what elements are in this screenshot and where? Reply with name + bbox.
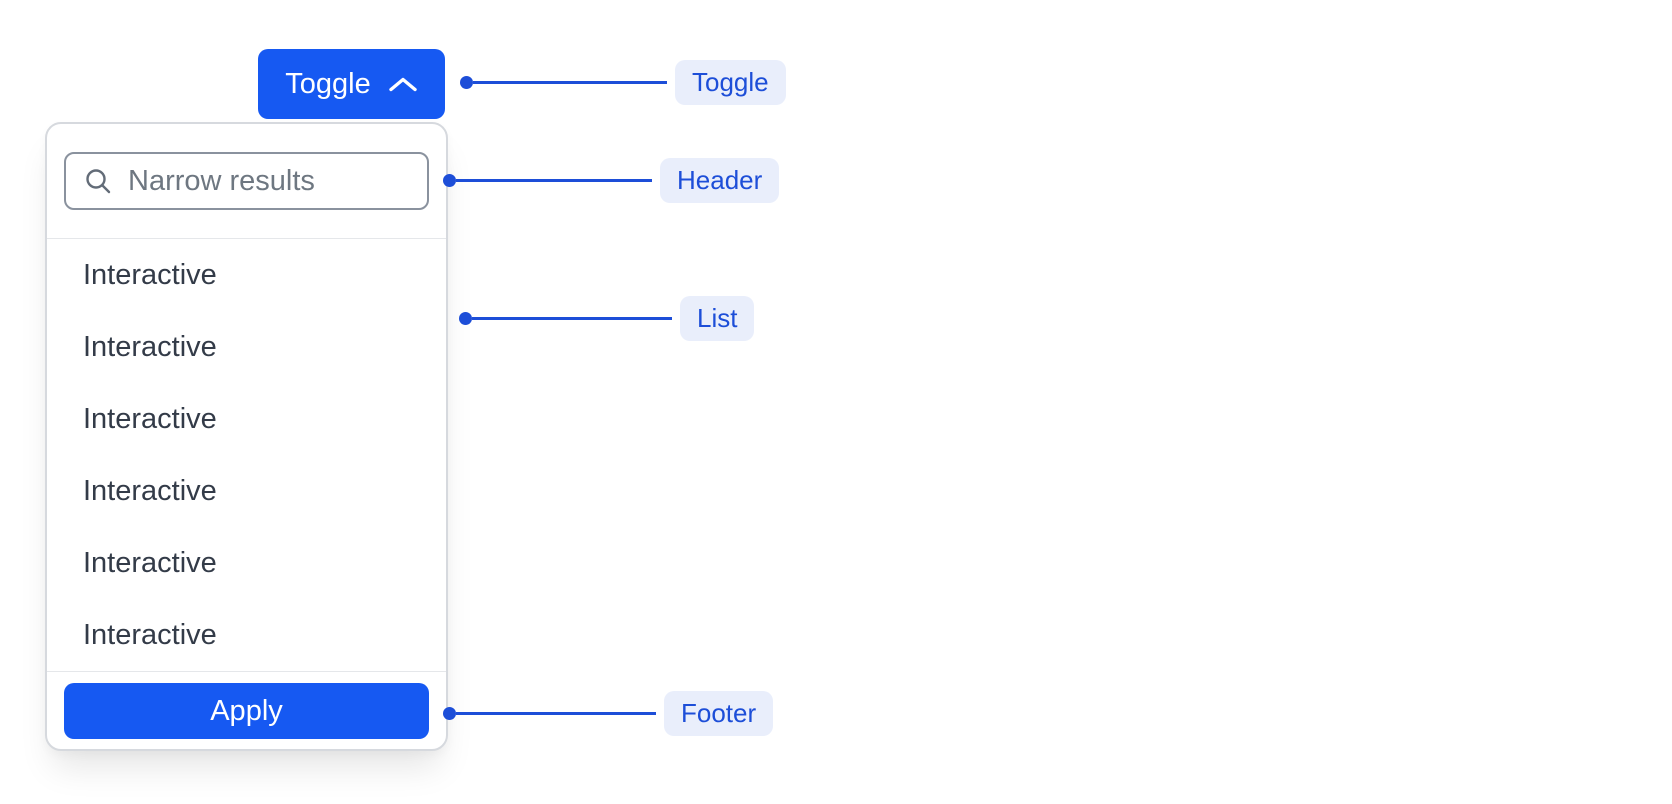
list-item[interactable]: Interactive <box>83 330 217 363</box>
list-item[interactable]: Interactive <box>83 258 217 291</box>
annotation-line <box>456 178 652 182</box>
annotation-footer: Footer <box>443 690 774 736</box>
chevron-up-icon <box>389 77 417 91</box>
annotation-toggle: Toggle <box>460 59 786 105</box>
annotation-line <box>473 80 667 84</box>
list-item[interactable]: Interactive <box>83 474 217 507</box>
dropdown-list: Interactive Interactive Interactive Inte… <box>47 239 446 671</box>
annotation-line <box>456 711 656 715</box>
dropdown-panel: Interactive Interactive Interactive Inte… <box>45 122 448 751</box>
annotation-label-footer: Footer <box>664 690 774 736</box>
search-input[interactable] <box>64 152 429 210</box>
annotation-label-list: List <box>680 295 755 341</box>
annotation-label-header: Header <box>660 157 780 203</box>
annotation-dot <box>443 173 456 187</box>
list-item[interactable]: Interactive <box>83 618 217 651</box>
search-field-wrapper <box>64 152 429 210</box>
dropdown-footer: Apply <box>47 671 446 749</box>
annotation-list: List <box>459 295 755 341</box>
annotation-dot <box>459 311 472 325</box>
toggle-button[interactable]: Toggle <box>258 49 445 119</box>
annotation-label-toggle: Toggle <box>675 59 786 105</box>
annotation-dot <box>460 75 473 89</box>
annotation-line <box>472 316 672 320</box>
apply-button[interactable]: Apply <box>64 683 429 739</box>
annotation-dot <box>443 706 456 720</box>
toggle-button-label: Toggle <box>285 67 371 100</box>
annotation-header: Header <box>443 157 780 203</box>
dropdown-header <box>47 124 446 239</box>
list-item[interactable]: Interactive <box>83 402 217 435</box>
list-item[interactable]: Interactive <box>83 546 217 579</box>
